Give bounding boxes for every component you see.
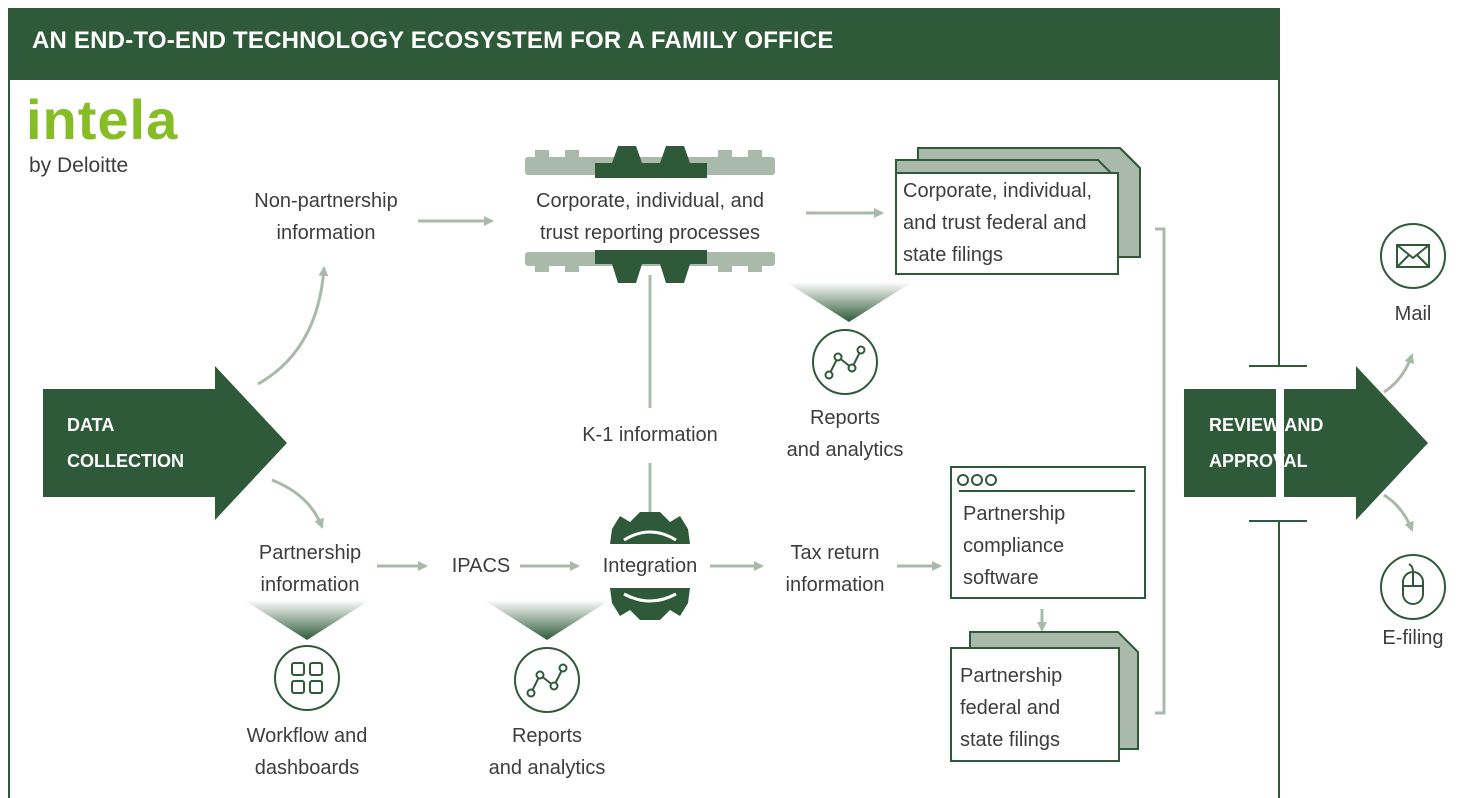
workflow-line1: Workflow and: [246, 725, 368, 747]
integration-label: Integration: [602, 555, 698, 577]
data-collection-arrow: [43, 366, 287, 520]
review-approval-label: REVIEW AND APPROVAL: [1209, 407, 1323, 479]
connector-line: [1383, 493, 1414, 532]
corporate-processes-label: Corporate, individual, and trust reporti…: [516, 185, 784, 249]
partnership-info-line1: Partnership: [258, 542, 362, 564]
software-line1: Partnership: [963, 503, 1066, 525]
page-title: AN END-TO-END TECHNOLOGY ECOSYSTEM FOR A…: [32, 27, 834, 54]
gear-icon: [606, 512, 694, 620]
non-partnership-label: Non-partnership information: [236, 185, 416, 249]
efiling-label: E-filing: [1382, 627, 1444, 649]
partnership-filings-line3: state filings: [960, 729, 1061, 751]
workflow-dashboards-label: Workflow and dashboards: [227, 720, 387, 784]
corporate-filings-label: Corporate, individual, and trust federal…: [903, 175, 1092, 271]
bracket-line: [1155, 227, 1166, 715]
fade-triangle: [786, 282, 912, 322]
frame-gap-cover: [1276, 367, 1284, 520]
non-partnership-line2: information: [276, 222, 376, 244]
data-collection-line2: COLLECTION: [67, 451, 184, 471]
reports-top-line2: and analytics: [786, 439, 904, 461]
software-line3: software: [963, 567, 1039, 589]
connector-line: [271, 478, 324, 529]
software-line2: compliance: [963, 535, 1065, 557]
browser-window-icon: [950, 466, 1146, 599]
connector-line: [1383, 353, 1414, 394]
title-bar: AN END-TO-END TECHNOLOGY ECOSYSTEM FOR A…: [8, 8, 1280, 80]
partnership-filings-line1: Partnership: [960, 665, 1063, 687]
review-approval-line2: APPROVAL: [1209, 451, 1308, 471]
review-approval-arrow: [1184, 366, 1428, 520]
tax-return-line1: Tax return: [790, 542, 880, 564]
data-collection-line1: DATA: [67, 415, 115, 435]
intela-logo: intela: [26, 88, 179, 151]
connector-line: [257, 266, 329, 386]
reports-top-line1: Reports: [809, 407, 881, 429]
partnership-filings-line2: federal and: [960, 697, 1061, 719]
mouse-icon: [1380, 554, 1446, 620]
partnership-info-line2: information: [260, 574, 360, 596]
data-collection-label: DATA COLLECTION: [67, 407, 184, 479]
reports-analytics-bottom-label: Reports and analytics: [467, 720, 627, 784]
analytics-icon: [812, 329, 878, 395]
corporate-processes-line2: trust reporting processes: [539, 222, 761, 244]
non-partnership-line1: Non-partnership: [254, 190, 398, 212]
reports-analytics-top-label: Reports and analytics: [765, 402, 925, 466]
reports-bottom-line2: and analytics: [488, 757, 606, 779]
partnership-information-label: Partnership information: [230, 537, 390, 601]
corporate-filings-line3: state filings: [903, 244, 1004, 266]
k1-information-label: K-1 information: [582, 424, 718, 446]
corporate-filings-line1: Corporate, individual,: [903, 180, 1092, 202]
reports-bottom-line1: Reports: [511, 725, 583, 747]
corporate-filings-line2: and trust federal and: [903, 212, 1087, 234]
fade-triangle: [484, 600, 610, 640]
corporate-processes-line1: Corporate, individual, and: [536, 190, 764, 212]
tax-return-line2: information: [785, 574, 885, 596]
document-icon: [950, 631, 1139, 762]
tax-return-information-label: Tax return information: [760, 537, 910, 601]
compliance-software-label: Partnership compliance software: [963, 498, 1065, 594]
partnership-filings-label: Partnership federal and state filings: [960, 660, 1062, 756]
review-approval-line1: REVIEW AND: [1209, 415, 1324, 435]
document-icon: [895, 147, 1141, 275]
logo-byline: by Deloitte: [29, 154, 129, 177]
analytics-icon: [514, 647, 580, 713]
workflow-line2: dashboards: [254, 757, 360, 779]
ipacs-label: IPACS: [451, 555, 511, 577]
mail-label: Mail: [1394, 303, 1432, 325]
grid-icon: [274, 645, 340, 711]
envelope-icon: [1380, 223, 1446, 289]
fade-triangle: [244, 600, 370, 640]
gear-icon: [525, 146, 775, 283]
